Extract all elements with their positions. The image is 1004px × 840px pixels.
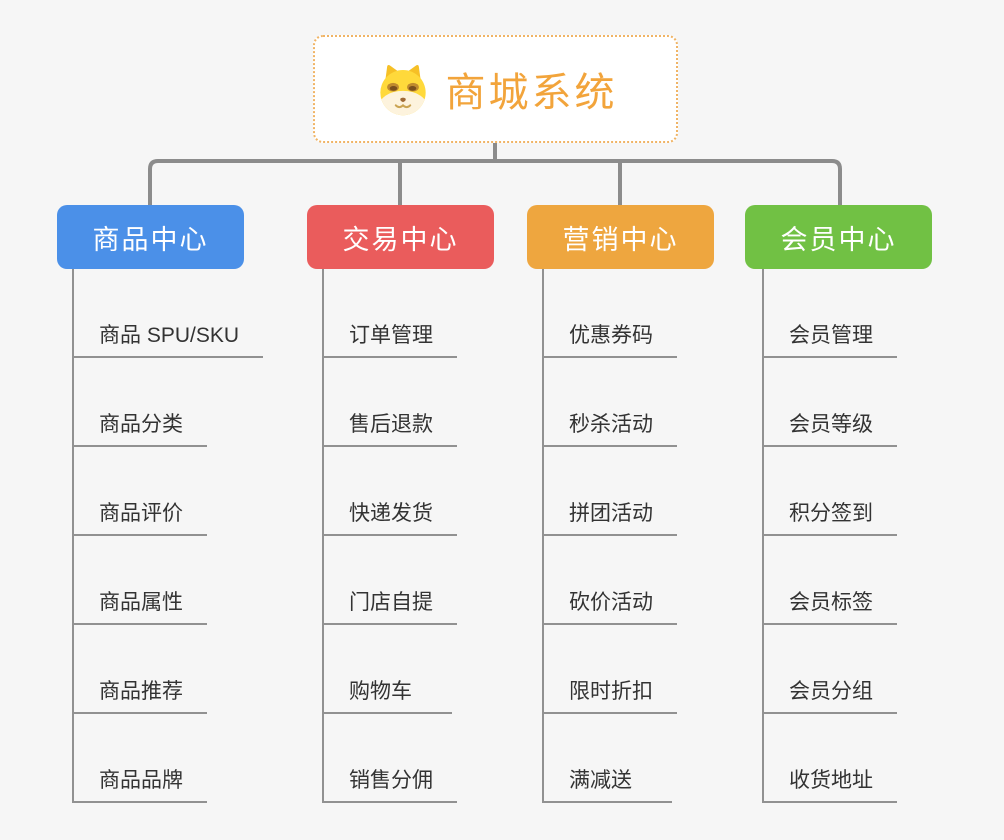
root-node[interactable]: 商城系统 [313,35,678,143]
leaf-node[interactable]: 拼团活动 [542,447,677,536]
branch-column-trade-center: 订单管理 售后退款 快递发货 门店自提 购物车 销售分佣 [322,269,457,803]
branch-column-product-center: 商品 SPU/SKU 商品分类 商品评价 商品属性 商品推荐 商品品牌 [72,269,264,803]
branch-spine-line [322,269,324,801]
leaf-node[interactable]: 积分签到 [762,447,897,536]
leaf-node[interactable]: 购物车 [322,625,452,714]
branch-node-product-center[interactable]: 商品中心 [57,205,244,269]
leaf-node[interactable]: 商品评价 [72,447,207,536]
leaf-node[interactable]: 商品 SPU/SKU [72,269,264,358]
doge-icon [379,65,426,116]
leaf-node[interactable]: 秒杀活动 [542,358,677,447]
branch-label: 营销中心 [562,224,679,255]
leaf-node[interactable]: 砍价活动 [542,536,677,625]
root-title: 商城系统 [445,71,618,115]
branch-label: 交易中心 [342,224,459,255]
leaf-node[interactable]: 满减送 [542,714,672,803]
leaf-node[interactable]: 会员等级 [762,358,897,447]
leaf-node[interactable]: 商品分类 [72,358,207,447]
branch-label: 会员中心 [780,224,897,255]
leaf-node[interactable]: 商品属性 [72,536,207,625]
branch-node-marketing-center[interactable]: 营销中心 [527,205,714,269]
leaf-node[interactable]: 订单管理 [322,269,457,358]
leaf-node[interactable]: 会员管理 [762,269,897,358]
branch-node-trade-center[interactable]: 交易中心 [307,205,494,269]
leaf-node[interactable]: 商品品牌 [72,714,207,803]
branch-spine-line [72,269,74,801]
branch-label: 商品中心 [92,224,209,255]
branch-column-marketing-center: 优惠券码 秒杀活动 拼团活动 砍价活动 限时折扣 满减送 [542,269,677,803]
leaf-node[interactable]: 售后退款 [322,358,457,447]
leaf-node[interactable]: 优惠券码 [542,269,677,358]
branch-node-member-center[interactable]: 会员中心 [745,205,932,269]
leaf-node[interactable]: 会员标签 [762,536,897,625]
leaf-node[interactable]: 收货地址 [762,714,897,803]
leaf-node[interactable]: 销售分佣 [322,714,457,803]
leaf-node[interactable]: 快递发货 [322,447,457,536]
branch-spine-line [542,269,544,801]
leaf-node[interactable]: 门店自提 [322,536,457,625]
leaf-node[interactable]: 会员分组 [762,625,897,714]
leaf-node[interactable]: 商品推荐 [72,625,207,714]
branch-column-member-center: 会员管理 会员等级 积分签到 会员标签 会员分组 收货地址 [762,269,897,803]
branch-spine-line [762,269,764,801]
leaf-node[interactable]: 限时折扣 [542,625,677,714]
